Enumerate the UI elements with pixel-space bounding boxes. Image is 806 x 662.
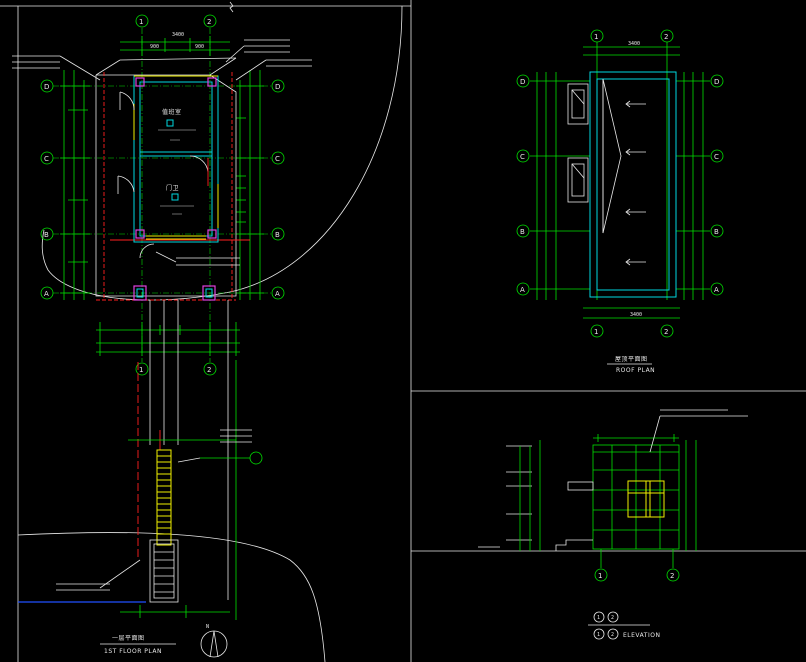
roof-overhang-outline: [95, 57, 237, 297]
roof-plan: 1 2 1 2 D C B A D C B A 3400 3400: [516, 29, 724, 374]
axis-bubble-1-bottom: 1: [135, 362, 149, 376]
room-marker-upper: [166, 119, 174, 127]
svg-text:1: 1: [594, 33, 598, 41]
svg-text:N: N: [206, 624, 209, 630]
svg-text:D: D: [714, 78, 719, 86]
svg-text:1: 1: [594, 328, 598, 336]
svg-text:3400: 3400: [172, 32, 184, 38]
elevation-title-en: ELEVATION: [623, 632, 660, 639]
roof-row-axis-left: D C B A: [516, 74, 530, 296]
svg-text:A: A: [714, 286, 719, 294]
roof-slope-arrows: [625, 100, 646, 266]
svg-text:B: B: [714, 228, 719, 236]
svg-text:3400: 3400: [628, 41, 640, 47]
axis-bubble-1-top: 1: [135, 14, 149, 28]
axis-bubble-2-bottom: 2: [203, 362, 217, 376]
svg-text:D: D: [275, 83, 280, 91]
bottom-dimensions: [96, 322, 240, 356]
level-marks: [478, 440, 541, 551]
walkway: [128, 300, 263, 620]
elevation-axis-2: 2: [666, 568, 680, 582]
row-axis-right: D C B A: [271, 79, 285, 300]
svg-text:C: C: [714, 153, 719, 161]
north-arrow-icon: N: [200, 624, 228, 658]
svg-text:2: 2: [207, 366, 211, 374]
svg-text:1: 1: [597, 632, 600, 638]
axis-bubble-2-top: 2: [203, 14, 217, 28]
first-floor-plan: 3400 900 900 1 2 1 2 D C B A: [12, 5, 403, 662]
svg-text:B: B: [520, 228, 525, 236]
roof-row-axis-right: D C B A: [710, 74, 724, 296]
svg-text:D: D: [44, 83, 49, 91]
top-dimensions: 3400 900 900: [120, 32, 230, 56]
roof-title-en: ROOF PLAN: [616, 367, 655, 374]
structural-columns: [133, 77, 217, 301]
svg-text:A: A: [44, 290, 49, 298]
right-dimensions: [236, 70, 264, 300]
svg-text:C: C: [520, 153, 525, 161]
room-marker-lower: [171, 193, 179, 201]
svg-text:1: 1: [139, 18, 143, 26]
svg-text:2: 2: [670, 572, 674, 580]
stair-strip: [149, 449, 201, 603]
building-walls: [133, 75, 219, 243]
svg-text:D: D: [520, 78, 525, 86]
elevation-title: 1 2 1 2 ELEVATION: [588, 611, 660, 640]
roof-axis-bubbles-bottom: 1 2: [590, 324, 674, 338]
first-floor-title-cn: 一层平面图: [112, 635, 145, 642]
leader-notes: [12, 39, 312, 266]
first-floor-title-en: 1ST FLOOR PLAN: [104, 648, 162, 655]
elevation-building: [555, 434, 697, 551]
door-swings: [117, 91, 209, 259]
svg-text:900: 900: [150, 44, 159, 50]
svg-text:2: 2: [207, 18, 211, 26]
svg-text:B: B: [275, 231, 280, 239]
roof-outline: [589, 71, 677, 298]
svg-text:3400: 3400: [630, 312, 642, 318]
window-bands: [133, 75, 219, 240]
svg-text:2: 2: [664, 328, 668, 336]
svg-text:A: A: [520, 286, 525, 294]
elevation-window: [627, 480, 665, 518]
svg-text:C: C: [44, 155, 49, 163]
roof-side-boxes: [567, 83, 589, 203]
svg-text:B: B: [44, 231, 49, 239]
interior-annotations: [158, 129, 196, 215]
svg-text:1: 1: [139, 366, 143, 374]
svg-text:2: 2: [664, 33, 668, 41]
elevation-axis-1: 1: [594, 568, 608, 582]
svg-text:1: 1: [597, 615, 600, 621]
svg-text:2: 2: [611, 632, 614, 638]
roof-title-cn: 屋顶平面图: [615, 356, 648, 363]
svg-text:A: A: [275, 290, 280, 298]
svg-text:C: C: [275, 155, 280, 163]
svg-text:2: 2: [611, 615, 614, 621]
left-dimensions: [60, 70, 90, 300]
room-label-upper: 值班室: [162, 108, 182, 116]
svg-text:1: 1: [598, 572, 602, 580]
row-axis-left: D C B A: [40, 79, 54, 300]
room-label-lower: 门卫: [166, 184, 179, 192]
elevation: 1 2 1 2 1 2 ELEVATION: [411, 409, 806, 640]
svg-text:900: 900: [195, 44, 204, 50]
